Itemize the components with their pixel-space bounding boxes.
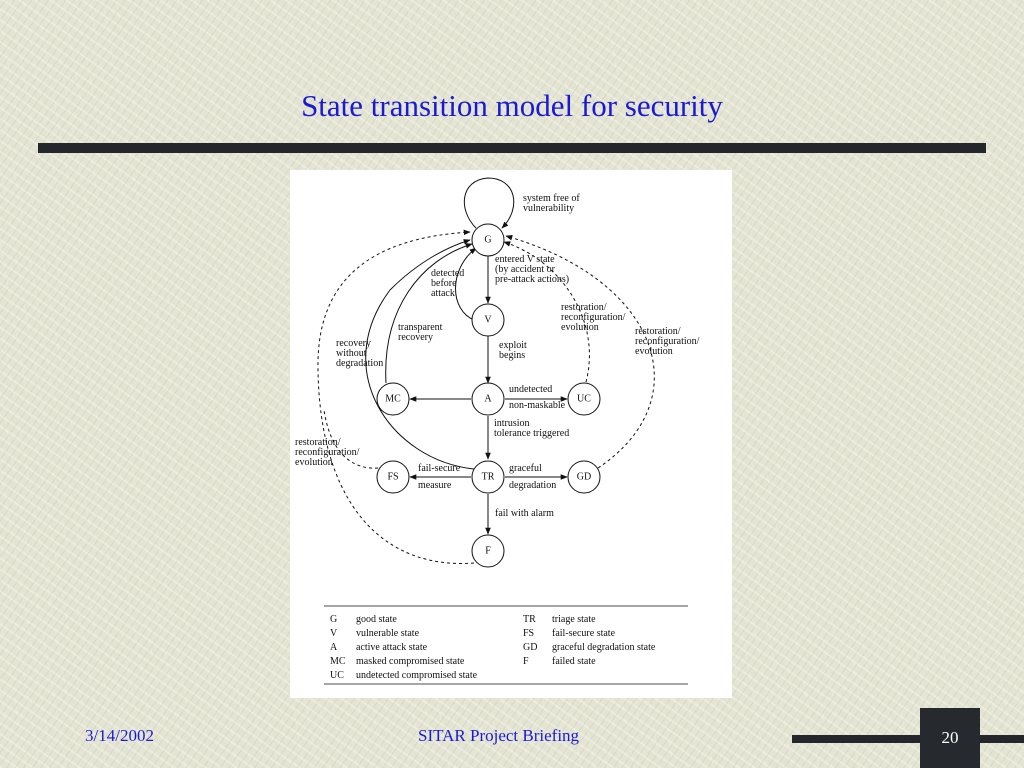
legend-key: UC <box>330 670 344 681</box>
legend-key: GD <box>523 642 537 653</box>
footer-divider <box>792 735 1024 743</box>
node-a: A <box>471 382 505 416</box>
svg-text:UC: UC <box>577 394 591 405</box>
label-gd-to-g: restoration/reconfiguration/evolution <box>635 326 700 357</box>
legend-desc: graceful degradation state <box>552 642 656 653</box>
node-g: G <box>471 223 505 257</box>
edge-v-to-g <box>455 247 477 321</box>
node-v: V <box>471 303 505 337</box>
legend-desc: good state <box>356 614 397 625</box>
node-f: F <box>471 534 505 568</box>
label-tr-to-f: fail with alarm <box>495 508 554 519</box>
edge-g-self-loop <box>463 177 515 229</box>
label-fs-f-to-g: restoration/reconfiguration/evolution <box>295 437 360 468</box>
edge-fs-join <box>323 409 379 469</box>
edge-uc-to-g <box>503 241 590 383</box>
legend-key: FS <box>523 628 534 639</box>
svg-text:GD: GD <box>577 472 591 483</box>
legend-desc: vulnerable state <box>356 628 420 639</box>
svg-text:F: F <box>485 546 491 557</box>
footer-date: 3/14/2002 <box>85 726 154 745</box>
edge-gd-to-g <box>505 235 655 469</box>
legend-key: TR <box>523 614 536 625</box>
legend-key: F <box>523 656 529 667</box>
node-uc: UC <box>567 382 601 416</box>
edge-fs-f-to-g <box>317 229 475 564</box>
legend-key: V <box>330 628 338 639</box>
legend-key: G <box>330 614 337 625</box>
legend-desc: active attack state <box>356 642 428 653</box>
node-gd: GD <box>567 460 601 494</box>
legend-desc: fail-secure state <box>552 628 616 639</box>
svg-text:V: V <box>484 315 492 326</box>
legend-desc: undetected compromised state <box>356 670 478 681</box>
legend-key: MC <box>330 656 346 667</box>
edge-tr-to-g <box>365 239 475 470</box>
legend-desc: masked compromised state <box>356 656 465 667</box>
svg-text:A: A <box>484 394 492 405</box>
svg-text:FS: FS <box>387 472 398 483</box>
legend-desc: triage state <box>552 614 596 625</box>
label-uc-to-g: restoration/reconfiguration/evolution <box>561 302 626 333</box>
node-mc: MC <box>376 382 410 416</box>
svg-text:TR: TR <box>482 472 495 483</box>
legend-desc: failed state <box>552 656 596 667</box>
page-number-box: 20 <box>920 708 980 768</box>
footer-title: SITAR Project Briefing <box>418 726 580 745</box>
slide-title: State transition model for security <box>301 88 723 123</box>
node-tr: TR <box>471 460 505 494</box>
title-divider <box>38 143 986 153</box>
legend-key: A <box>330 642 338 653</box>
svg-text:G: G <box>484 235 491 246</box>
node-fs: FS <box>376 460 410 494</box>
edge-mc-to-g <box>385 243 473 384</box>
svg-text:MC: MC <box>385 394 401 405</box>
page-number: 20 <box>941 728 959 747</box>
